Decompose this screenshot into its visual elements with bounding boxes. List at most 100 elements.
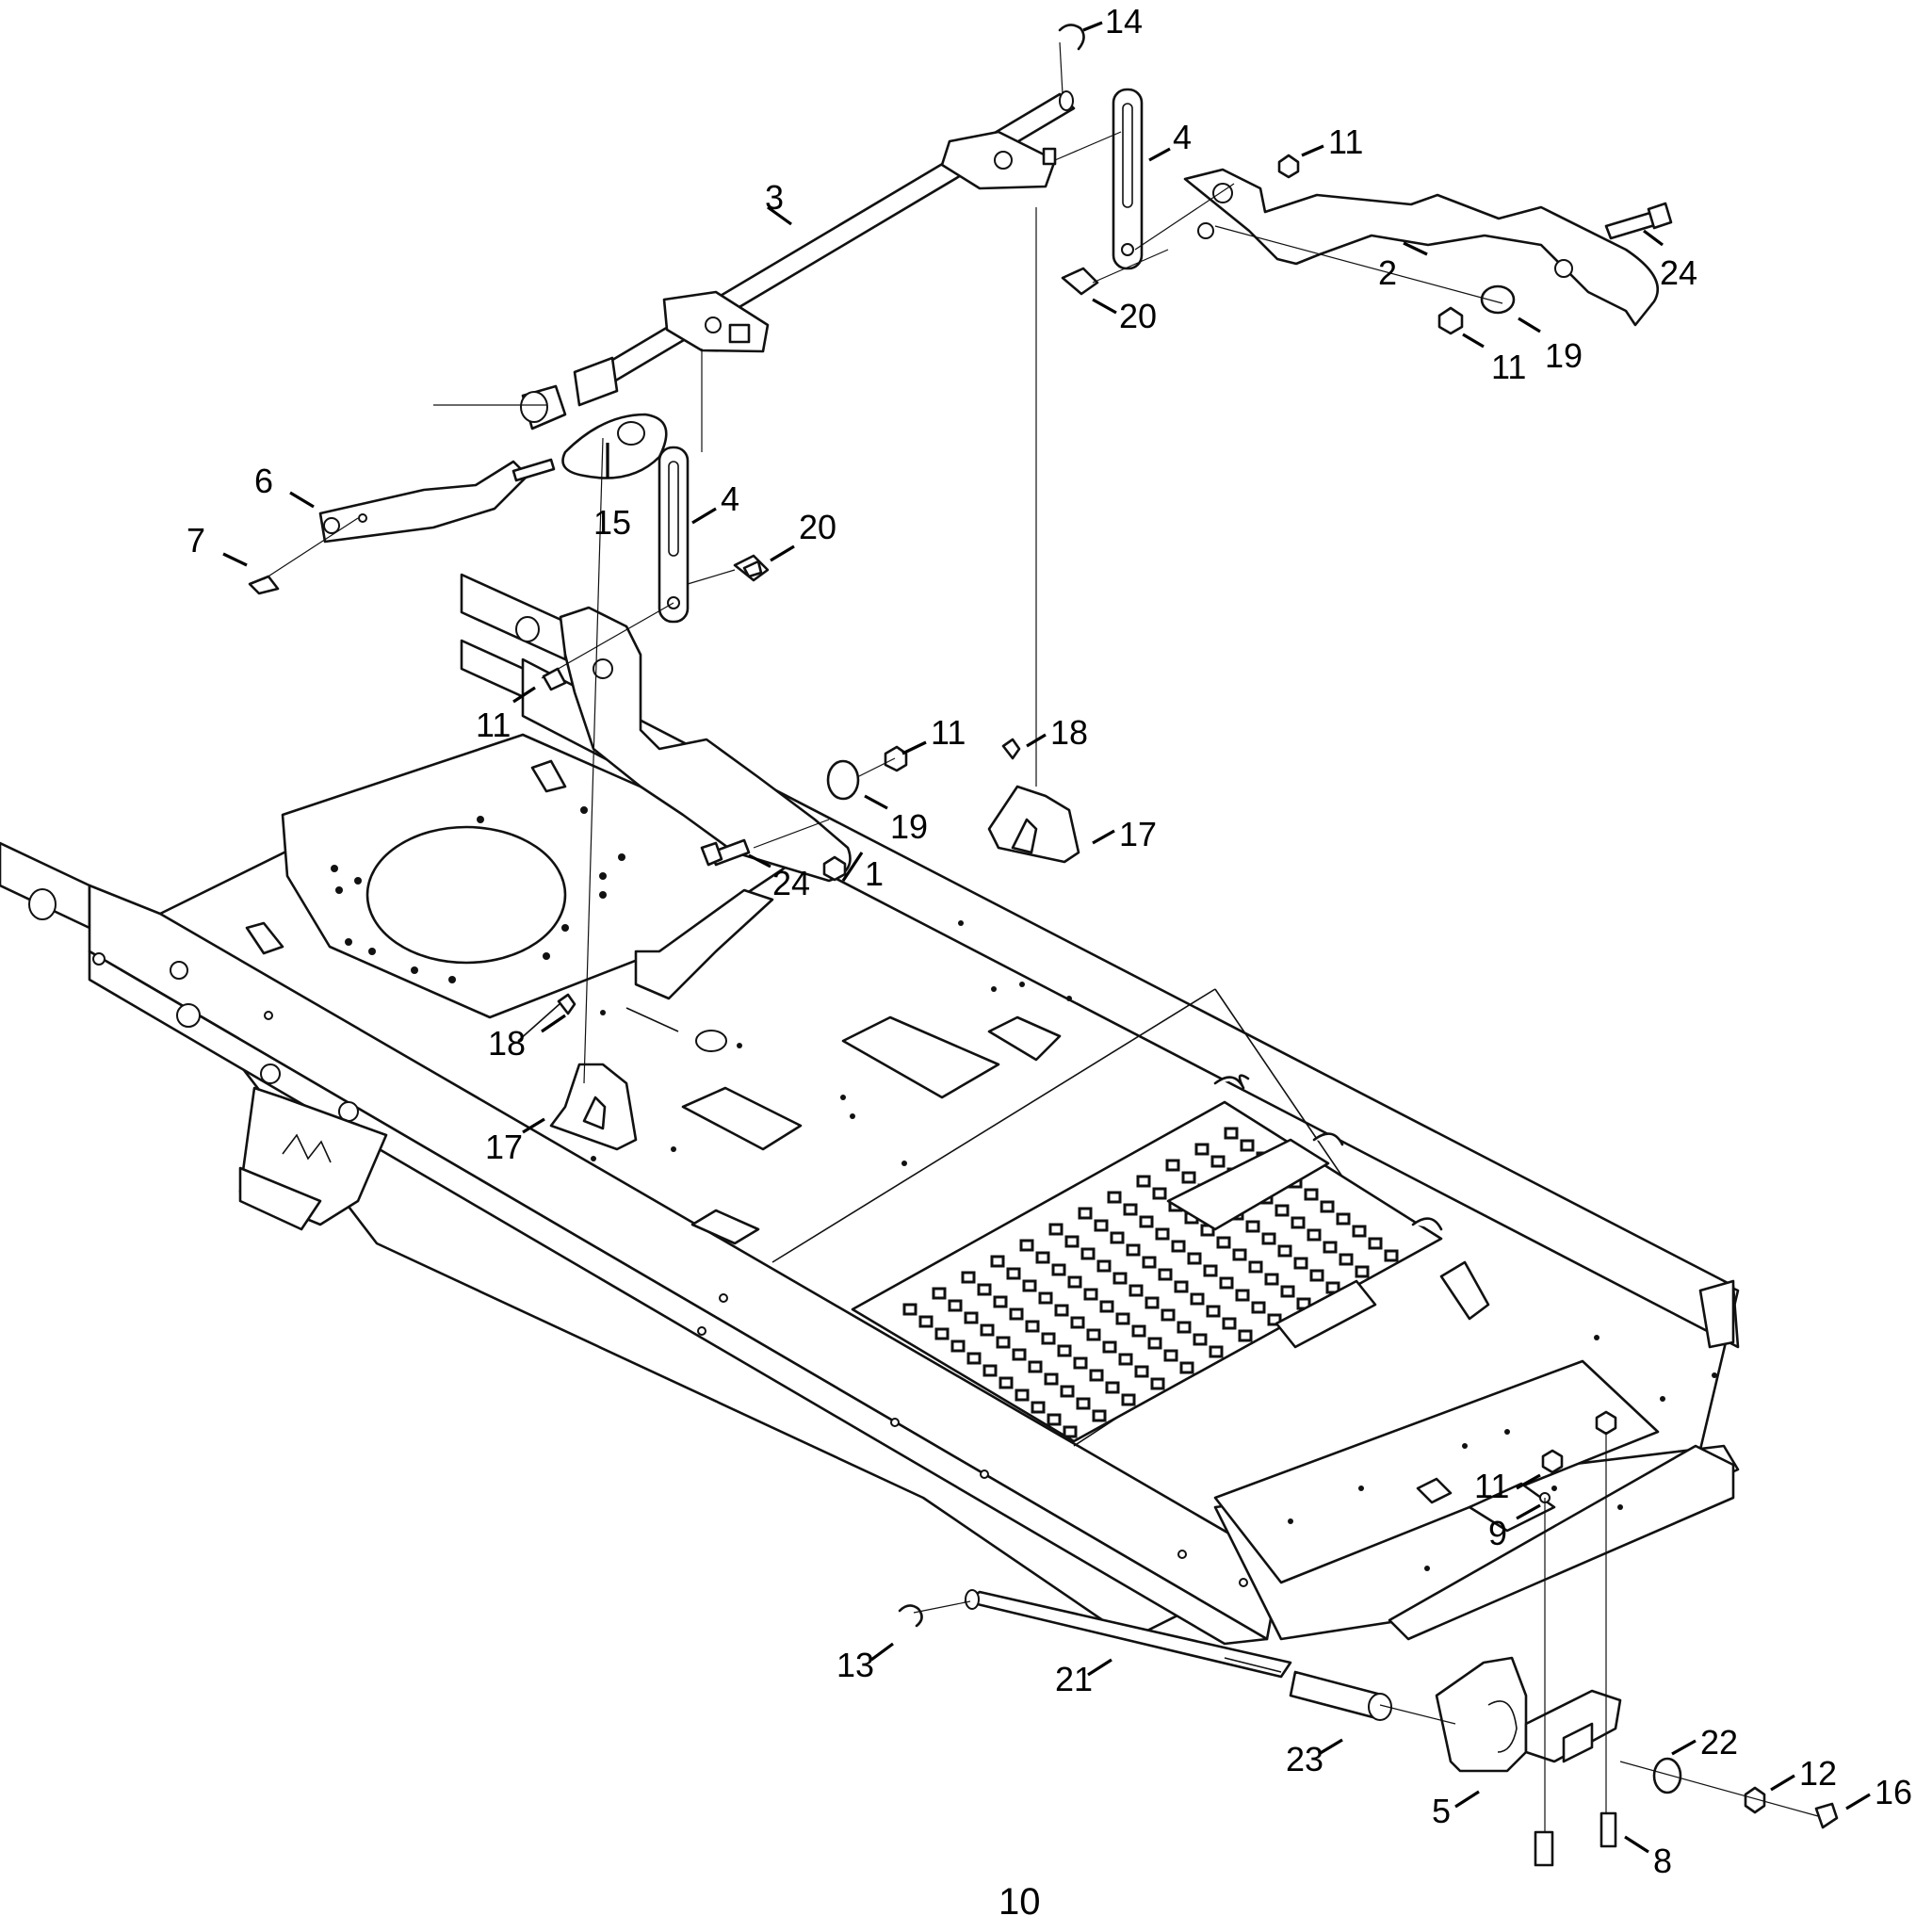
grip-square — [1031, 1401, 1046, 1414]
grip-square — [948, 1299, 963, 1312]
grip-square — [1099, 1300, 1114, 1313]
grip-square — [1105, 1381, 1120, 1394]
grip-square — [999, 1376, 1014, 1389]
callout-9: 9 — [1488, 1514, 1507, 1552]
grip-square — [1277, 1244, 1292, 1258]
grip-square — [1245, 1220, 1260, 1233]
callout-21: 21 — [1055, 1660, 1093, 1698]
grip-square — [966, 1352, 982, 1365]
grip-square — [1136, 1175, 1151, 1188]
grip-square — [1123, 1203, 1138, 1216]
callout-19-lower: 19 — [890, 807, 928, 846]
callout-11-rear: 11 — [1474, 1467, 1509, 1505]
grip-square — [1128, 1284, 1144, 1297]
grip-square — [1384, 1249, 1399, 1262]
callout-11-upper: 11 — [1328, 122, 1363, 161]
callout-20-upper: 20 — [1119, 297, 1157, 335]
grip-square — [1063, 1425, 1078, 1438]
callout-24-lower: 24 — [772, 864, 810, 902]
grip-square — [1251, 1301, 1266, 1314]
grip-square — [1267, 1313, 1282, 1326]
grip-square — [1147, 1337, 1162, 1350]
grip-square — [1158, 1268, 1173, 1281]
grip-square — [1339, 1253, 1354, 1266]
lift-arm-right-assembly — [1058, 24, 1673, 335]
grip-square — [1190, 1292, 1205, 1306]
grip-square — [1110, 1231, 1125, 1244]
grip-square — [918, 1315, 934, 1328]
grip-square — [1035, 1251, 1050, 1264]
grip-square — [993, 1295, 1008, 1308]
grip-square — [1206, 1305, 1221, 1318]
grip-square — [1086, 1328, 1101, 1341]
grip-square — [1336, 1212, 1351, 1226]
grip-square — [1307, 1228, 1322, 1242]
grip-square — [1275, 1204, 1290, 1217]
grip-square — [996, 1336, 1011, 1349]
grip-square — [932, 1287, 947, 1300]
grip-square — [1222, 1317, 1237, 1330]
callout-1: 1 — [865, 854, 884, 893]
callout-labels: 14 4 11 3 2 24 20 11 19 6 7 15 4 20 11 1… — [187, 2, 1912, 1923]
grip-square — [1193, 1333, 1208, 1346]
callout-17-lower: 17 — [485, 1128, 523, 1166]
callout-4-lower: 4 — [721, 479, 739, 518]
grip-square — [1009, 1307, 1024, 1321]
grip-square — [1047, 1413, 1062, 1426]
grip-square — [1352, 1225, 1367, 1238]
callout-8: 8 — [1653, 1842, 1672, 1880]
grip-square — [1064, 1235, 1080, 1248]
callout-12: 12 — [1799, 1754, 1837, 1793]
grip-square — [1080, 1247, 1096, 1260]
grip-square — [1139, 1215, 1154, 1228]
grip-square — [1012, 1348, 1027, 1361]
grip-square — [964, 1311, 979, 1324]
grip-square — [1291, 1216, 1306, 1229]
grip-square — [980, 1323, 995, 1337]
callout-11-washer: 11 — [1491, 348, 1526, 386]
lift-shaft-assembly — [573, 90, 1076, 407]
lift-arm-left-assembly — [248, 384, 770, 624]
grip-square — [1161, 1308, 1176, 1322]
grip-square — [1150, 1377, 1165, 1390]
grip-square — [1048, 1223, 1064, 1236]
grip-square — [1187, 1252, 1202, 1265]
grip-square — [1038, 1291, 1053, 1305]
grip-square — [990, 1255, 1005, 1268]
page-number: 10 — [999, 1881, 1041, 1923]
grip-square — [1323, 1241, 1338, 1254]
callout-6: 6 — [254, 462, 273, 500]
grip-square — [1194, 1143, 1210, 1156]
grip-square — [1102, 1340, 1117, 1354]
grip-square — [1134, 1365, 1149, 1378]
grip-square — [1131, 1324, 1146, 1338]
grip-square — [1304, 1188, 1319, 1201]
grip-square — [934, 1327, 950, 1340]
front-mount-bracket — [542, 606, 908, 883]
grip-square — [1073, 1356, 1088, 1370]
grip-square — [1025, 1320, 1040, 1333]
grip-square — [1224, 1127, 1239, 1140]
grip-square — [1028, 1360, 1043, 1373]
grip-square — [1216, 1236, 1231, 1249]
grip-square — [1118, 1353, 1133, 1366]
grip-square — [961, 1271, 976, 1284]
callout-22: 22 — [1700, 1723, 1738, 1762]
grip-square — [1240, 1139, 1255, 1152]
grip-square — [1293, 1257, 1308, 1270]
grip-square — [1142, 1256, 1157, 1269]
grip-square — [1152, 1187, 1167, 1200]
grip-square — [1070, 1316, 1085, 1329]
seat-pivot-blocks — [517, 738, 1080, 1151]
grip-square — [1022, 1279, 1037, 1292]
grip-square — [1041, 1332, 1056, 1345]
grip-square — [1092, 1409, 1107, 1422]
grip-square — [1044, 1372, 1059, 1386]
grip-square — [1219, 1276, 1234, 1290]
grip-square — [1067, 1275, 1082, 1289]
callout-11-mid: 11 — [931, 713, 966, 752]
callout-18-upper: 18 — [1050, 713, 1088, 752]
callout-7: 7 — [187, 521, 205, 560]
callout-5: 5 — [1432, 1792, 1451, 1830]
